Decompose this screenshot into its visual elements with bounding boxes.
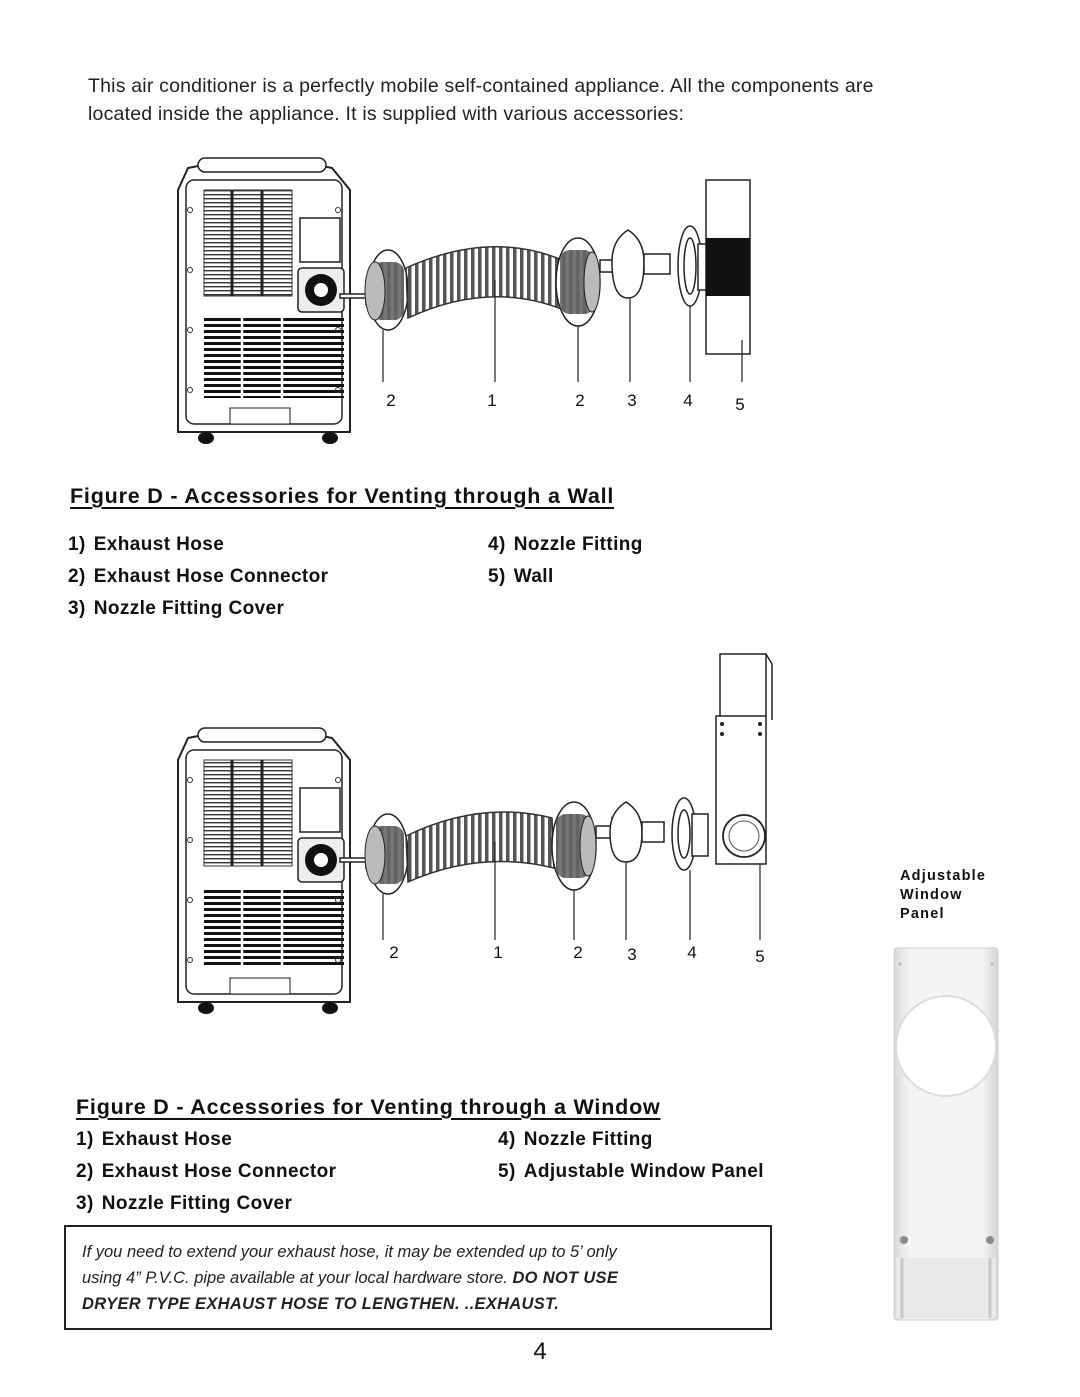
legend-label: Adjustable Window Panel (523, 1161, 764, 1182)
legend-item: 3) Nozzle Fitting Cover (68, 598, 284, 620)
legend-item: 5) Wall (488, 566, 554, 588)
figure-window-title: Figure D - Accessories for Venting throu… (76, 1095, 661, 1119)
note-warning-text: DO NOT USE (512, 1269, 619, 1287)
legend-label: Exhaust Hose Connector (93, 566, 329, 587)
air-conditioner-unit (177, 157, 351, 444)
nozzle-fitting-cover (609, 801, 643, 863)
note-line-2-text: using 4” P.V.C. pipe available at your l… (82, 1269, 513, 1287)
legend-label: Wall (513, 566, 554, 587)
intro-line-2: located inside the appliance. It is supp… (88, 103, 685, 125)
adjustable-window-panel-diagram (715, 653, 773, 865)
panel-label-line: Adjustable (900, 868, 987, 884)
figure-wall-title: Figure D - Accessories for Venting throu… (70, 484, 615, 508)
window-callout-1: 2 (389, 943, 398, 962)
legend-label: Exhaust Hose Connector (101, 1161, 337, 1182)
intro-line-1: This air conditioner is a perfectly mobi… (88, 75, 874, 97)
legend-label: Nozzle Fitting Cover (101, 1193, 293, 1214)
legend-label: Exhaust Hose (93, 534, 225, 555)
wall-callout-4: 3 (627, 391, 636, 410)
nozzle-fitting (671, 797, 709, 871)
legend-number: 5) (498, 1161, 516, 1182)
exhaust-hose (405, 811, 555, 884)
legend-item: 3) Nozzle Fitting Cover (76, 1193, 292, 1215)
wall-callout-6: 5 (735, 395, 744, 414)
exhaust-hose-connector-left (364, 813, 409, 895)
wall-venting-illustration: 2 1 2 3 4 5 (170, 150, 770, 450)
legend-number: 3) (68, 598, 86, 619)
legend-number: 1) (68, 534, 86, 555)
window-callout-2: 1 (493, 943, 502, 962)
legend-item: 5) Adjustable Window Panel (498, 1161, 764, 1183)
legend-number: 3) (76, 1193, 94, 1214)
adjustable-window-panel-image (892, 946, 1000, 1322)
note-line-3: DRYER TYPE EXHAUST HOSE TO LENGTHEN. ..E… (82, 1291, 756, 1317)
legend-label: Nozzle Fitting Cover (93, 598, 285, 619)
legend-number: 2) (76, 1161, 94, 1182)
legend-number: 5) (488, 566, 506, 587)
wall-callout-2: 1 (487, 391, 496, 410)
window-venting-illustration: 2 1 2 3 4 5 (170, 650, 780, 1020)
air-conditioner-unit (177, 727, 351, 1014)
legend-number: 4) (488, 534, 506, 555)
intro-paragraph: This air conditioner is a perfectly mobi… (88, 72, 1028, 128)
exhaust-hose-connector-right (555, 237, 601, 327)
window-callout-5: 4 (687, 943, 696, 962)
page-number: 4 (533, 1338, 547, 1365)
window-callout-3: 2 (573, 943, 582, 962)
wall-callout-3: 2 (575, 391, 584, 410)
extension-warning-note: If you need to extend your exhaust hose,… (64, 1225, 772, 1330)
wall (705, 179, 751, 355)
legend-item: 1) Exhaust Hose (76, 1129, 232, 1151)
exhaust-hose (405, 246, 565, 320)
exhaust-hose-connector-right (551, 801, 597, 891)
note-line-2: using 4” P.V.C. pipe available at your l… (82, 1265, 756, 1291)
note-warning-text: DRYER TYPE EXHAUST HOSE TO LENGTHEN. ..E… (82, 1295, 560, 1313)
legend-label: Exhaust Hose (101, 1129, 233, 1150)
panel-label-line: Panel (900, 906, 945, 922)
legend-number: 1) (76, 1129, 94, 1150)
legend-label: Nozzle Fitting (523, 1129, 653, 1150)
legend-item: 1) Exhaust Hose (68, 534, 224, 556)
legend-item: 2) Exhaust Hose Connector (68, 566, 328, 588)
legend-item: 4) Nozzle Fitting (488, 534, 643, 556)
window-callout-4: 3 (627, 945, 636, 964)
legend-number: 4) (498, 1129, 516, 1150)
legend-item: 4) Nozzle Fitting (498, 1129, 653, 1151)
window-callout-6: 5 (755, 947, 764, 966)
adjustable-window-panel-label: Adjustable Window Panel (900, 867, 1020, 924)
legend-number: 2) (68, 566, 86, 587)
exhaust-hose-connector-left (364, 249, 409, 331)
panel-label-line: Window (900, 887, 963, 903)
note-line-1: If you need to extend your exhaust hose,… (82, 1243, 617, 1261)
nozzle-fitting-cover (611, 229, 645, 299)
legend-item: 2) Exhaust Hose Connector (76, 1161, 336, 1183)
wall-callout-1: 2 (386, 391, 395, 410)
legend-label: Nozzle Fitting (513, 534, 643, 555)
wall-callout-5: 4 (683, 391, 692, 410)
